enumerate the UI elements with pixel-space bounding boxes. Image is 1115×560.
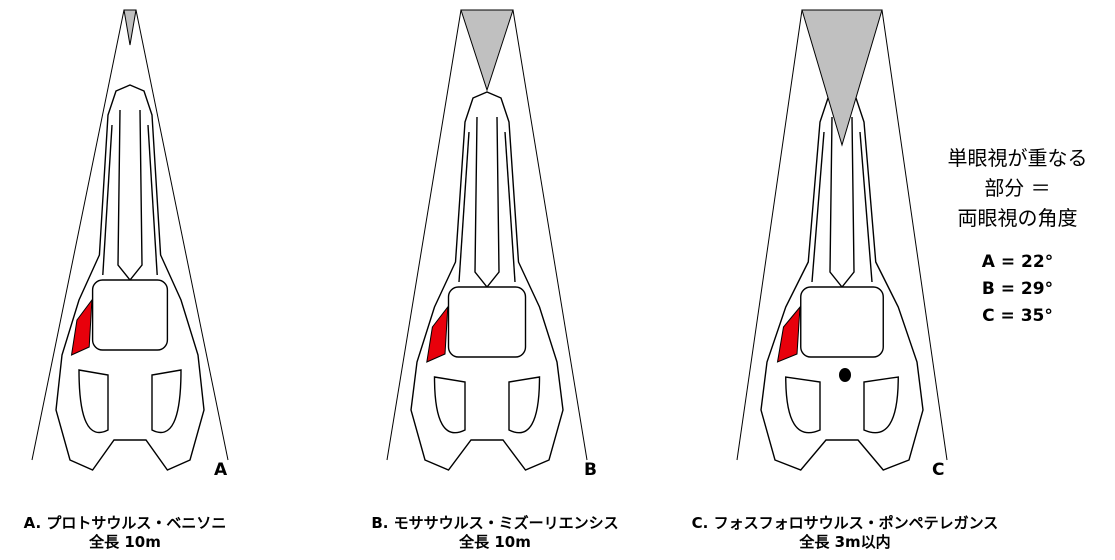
caption-a: A. プロトサウルス・ベニソニ 全長 10m bbox=[0, 514, 250, 552]
legend-title-line: 単眼視が重なる bbox=[930, 143, 1105, 173]
legend-title-line: 部分 ＝ bbox=[930, 173, 1105, 203]
legend-angles: A = 22° B = 29° C = 35° bbox=[930, 249, 1105, 330]
skull-a-protosaurus bbox=[32, 10, 228, 470]
skull-roof bbox=[801, 287, 884, 357]
caption-a-species: A. プロトサウルス・ベニソニ bbox=[0, 514, 250, 533]
caption-c-species: C. フォスフォロサウルス・ポンペテレガンス bbox=[655, 514, 1035, 533]
caption-c-length: 全長 3m以内 bbox=[655, 533, 1035, 552]
skull-roof bbox=[449, 287, 526, 357]
binocular-overlap-wedge bbox=[461, 10, 513, 90]
legend: 単眼視が重なる 部分 ＝ 両眼視の角度 A = 22° B = 29° C = … bbox=[930, 143, 1105, 330]
skull-letter-c: C bbox=[932, 460, 944, 480]
legend-angle-c: C = 35° bbox=[930, 303, 1105, 330]
skull-letter-a: A bbox=[214, 460, 227, 480]
skull-outline bbox=[56, 85, 204, 470]
skull-letter-b: B bbox=[584, 460, 597, 480]
caption-a-length: 全長 10m bbox=[0, 533, 250, 552]
legend-angle-b: B = 29° bbox=[930, 276, 1105, 303]
skull-c-phosphorosaurus bbox=[737, 10, 947, 470]
skull-outline bbox=[761, 92, 923, 470]
skull-roof bbox=[93, 280, 168, 350]
binocular-overlap-wedge bbox=[124, 10, 136, 45]
caption-b-length: 全長 10m bbox=[345, 533, 645, 552]
caption-b-species: B. モササウルス・ミズーリエンシス bbox=[345, 514, 645, 533]
legend-title: 単眼視が重なる 部分 ＝ 両眼視の角度 bbox=[930, 143, 1105, 233]
skull-outline bbox=[411, 92, 563, 470]
skull-b-mosasaurus bbox=[387, 10, 587, 470]
caption-c: C. フォスフォロサウルス・ポンペテレガンス 全長 3m以内 bbox=[655, 514, 1035, 552]
foramen-mark bbox=[839, 368, 851, 382]
legend-angle-a: A = 22° bbox=[930, 249, 1105, 276]
legend-title-line: 両眼視の角度 bbox=[930, 203, 1105, 233]
caption-b: B. モササウルス・ミズーリエンシス 全長 10m bbox=[345, 514, 645, 552]
binocular-overlap-wedge bbox=[802, 10, 882, 145]
